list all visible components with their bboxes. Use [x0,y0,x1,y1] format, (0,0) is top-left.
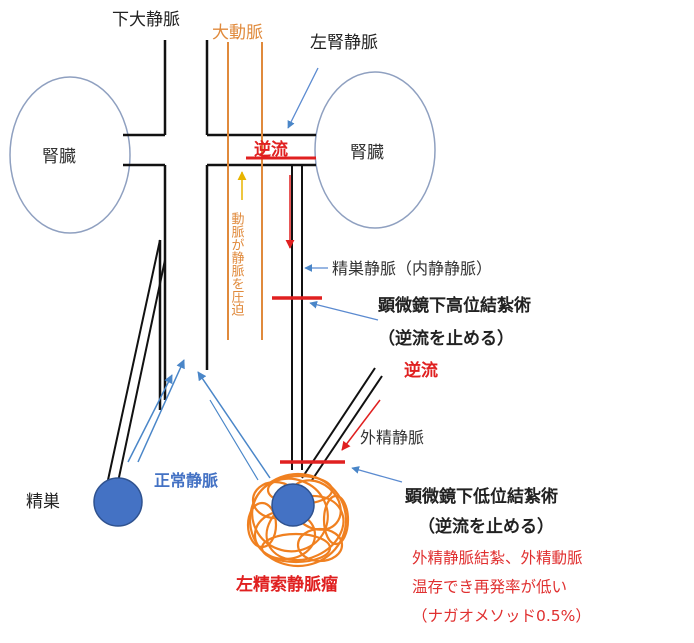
left-kidney [9,76,131,234]
label-left-renal-vein: 左腎静脈 [310,33,378,53]
left-testis [271,483,315,527]
label-external-vein: 外精静脈 [360,428,424,447]
normal-flow-line-1 [209,399,259,481]
right-kidney [314,71,436,229]
pointer-left-renal-vein [287,67,319,129]
normal-flow-arrow-1 [127,374,173,463]
label-compression: 動脈が静脈を圧迫 [229,212,245,317]
label-high-ligation-sub: （逆流を止める） [378,328,514,349]
label-testis: 精巣 [26,492,60,512]
inferior-vena-cava [123,40,316,410]
normal-flow-arrow-3 [197,371,271,479]
pointer-high-ligation [309,300,379,321]
label-testicular-vein: 精巣静脈（内静静脈） [332,259,492,278]
label-note-line1: 外精静脈結紮、外精動脈 [412,549,583,567]
label-low-ligation-sub: （逆流を止める） [418,516,554,537]
label-high-ligation-title: 顕微鏡下高位結紮術 [378,295,531,316]
label-reflux-mid: 逆流 [404,360,438,381]
right-testis [93,477,143,527]
label-normal-vein: 正常静脈 [154,471,218,490]
label-note-line3: （ナガオメソッド0.5%） [412,607,591,625]
aorta [227,42,263,340]
label-ivc: 下大静脈 [112,10,180,30]
testicular-vein [291,165,303,470]
label-varicocele: 左精索静脈瘤 [236,574,338,595]
normal-flow-arrow-2 [137,359,185,463]
reflux-arrow-external [341,399,381,451]
label-note-line2: 温存でき再発率が低い [412,578,567,596]
label-low-ligation-title: 顕微鏡下低位結紮術 [405,486,558,507]
pointer-low-ligation [351,466,403,483]
label-kidney-right: 腎臓 [350,143,384,163]
label-aorta: 大動脈 [212,23,263,43]
label-kidney-left: 腎臓 [42,147,76,167]
right-spermatic-veins [107,239,166,483]
label-reflux-top: 逆流 [254,139,288,160]
